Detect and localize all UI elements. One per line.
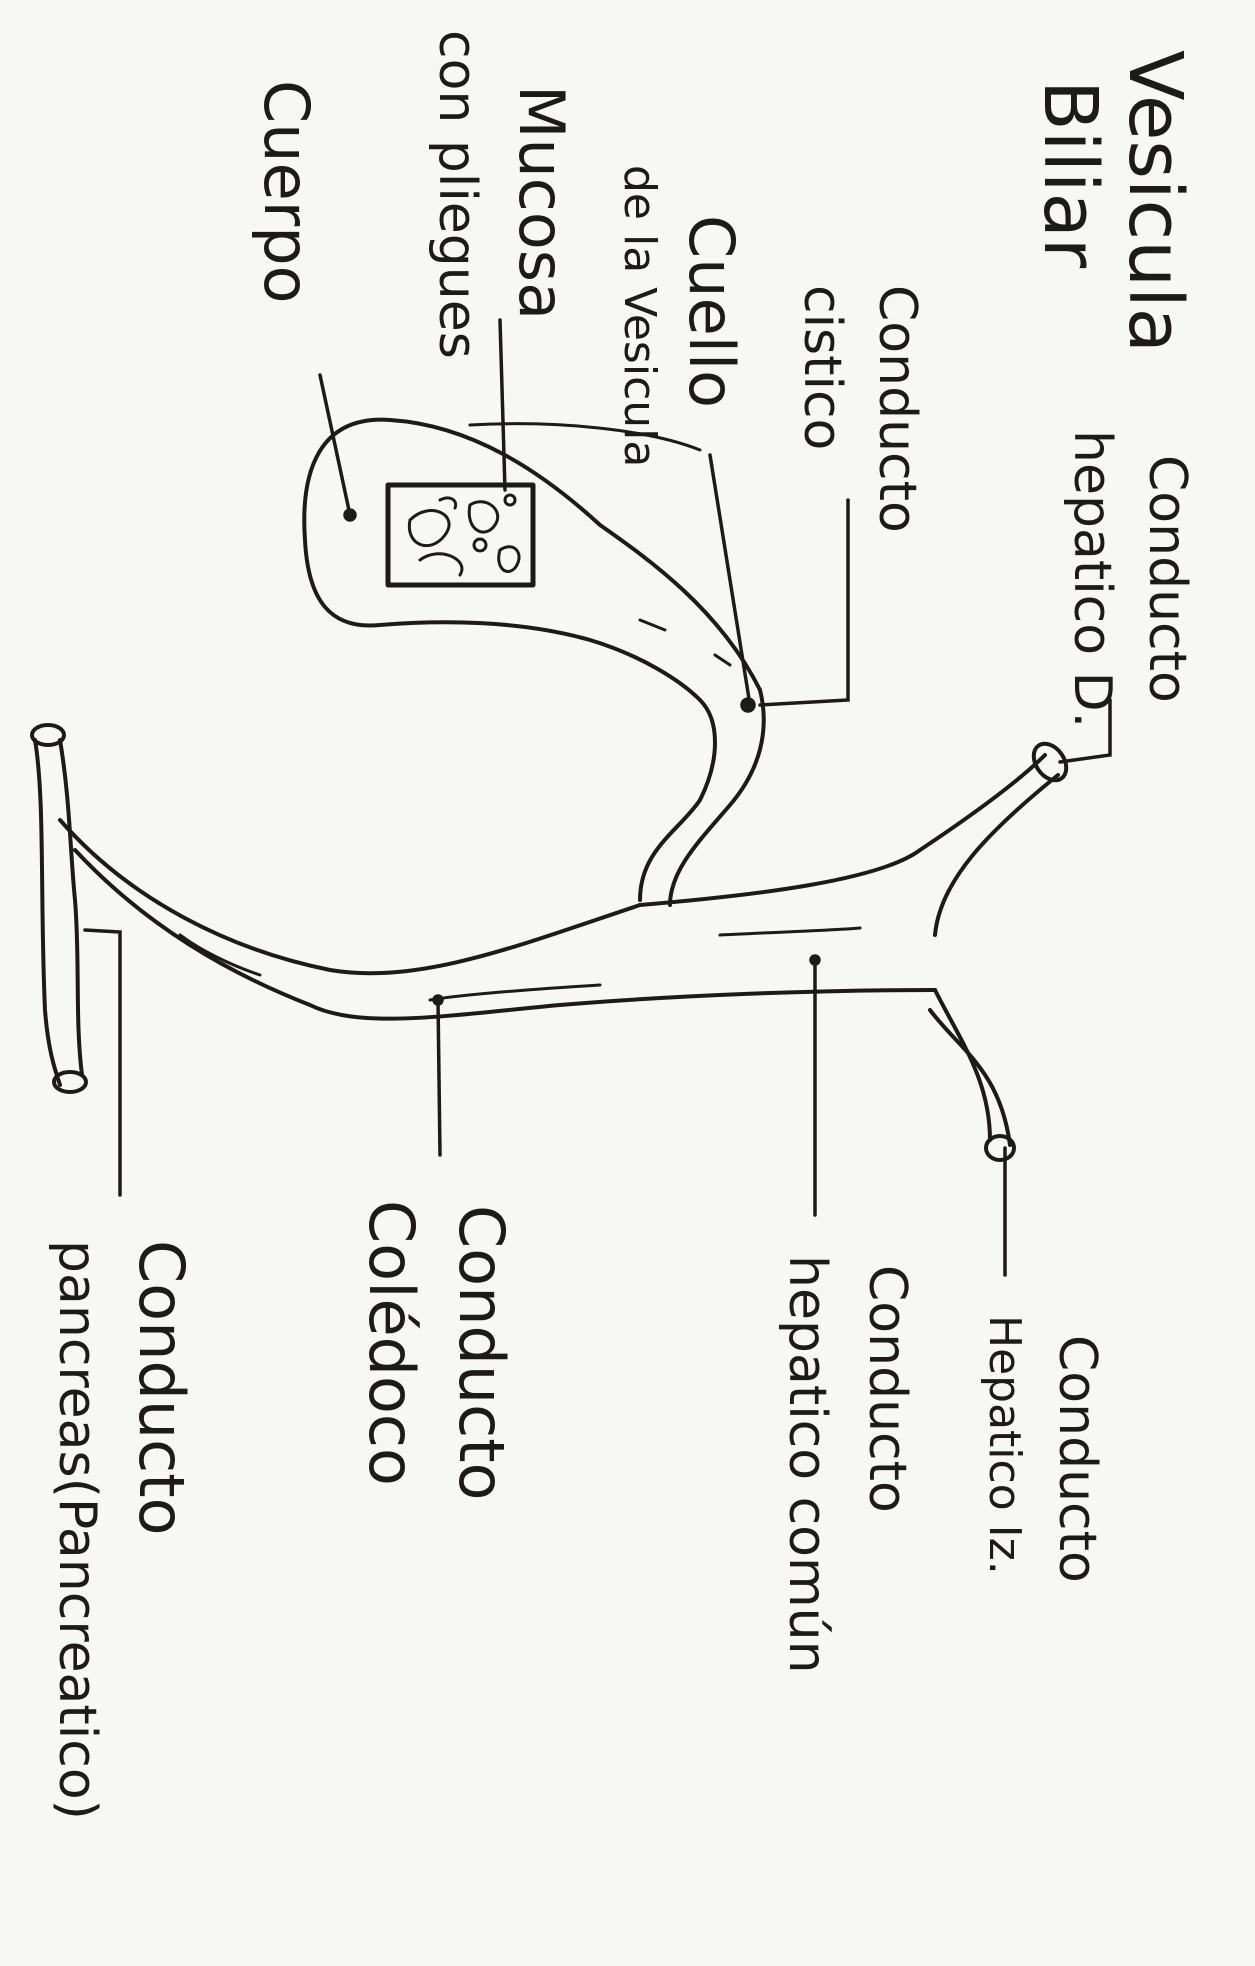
- leader-hepatico-comun-dot: [811, 956, 819, 964]
- label-cuerpo: Cuerpo: [250, 80, 323, 304]
- label-hepatico-comun-line1: Conducto: [857, 1265, 917, 1513]
- label-cuello-line2: de la Vesicula: [614, 165, 665, 467]
- label-hepatico-iz-line1: Conducto: [1047, 1335, 1107, 1583]
- label-hepatico-iz-line2: Hepatico Iz.: [979, 1315, 1030, 1575]
- label-coledoco-line2: Colédoco: [355, 1200, 428, 1486]
- label-mucosa-line2: con pliegues: [427, 30, 487, 359]
- label-pancreas-line2: pancreas(Pancreatico): [47, 1240, 107, 1820]
- title-line1: Vesicula: [1112, 50, 1198, 353]
- label-hepatico-d-line1: Conducto: [1137, 455, 1197, 703]
- label-coledoco-line1: Conducto: [445, 1205, 518, 1501]
- label-cistico-line2: cistico: [792, 285, 852, 450]
- label-hepatico-comun-line2: hepatico común: [777, 1255, 837, 1674]
- label-cistico-line1: Conducto: [867, 285, 927, 533]
- leader-coledoco: [438, 1000, 440, 1155]
- label-mucosa-line1: Mucosa: [505, 85, 578, 320]
- label-cuello-line1: Cuello: [675, 215, 748, 408]
- leader-cuello-dot: [742, 699, 754, 711]
- label-hepatico-d-line2: hepatico D.: [1062, 430, 1122, 728]
- label-pancreas-line1: Conducto: [125, 1240, 198, 1536]
- leader-cuerpo-dot: [345, 510, 355, 520]
- title-line2: Biliar: [1027, 80, 1113, 269]
- leader-coledoco-dot: [434, 996, 442, 1004]
